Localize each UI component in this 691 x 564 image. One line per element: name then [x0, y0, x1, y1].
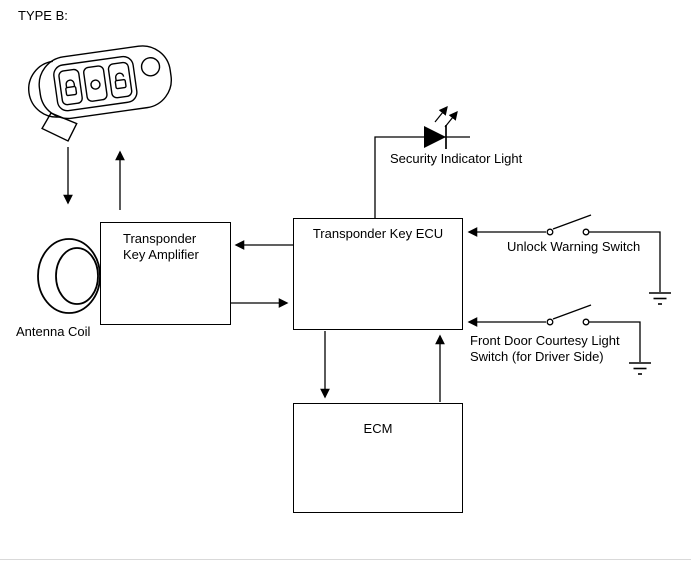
- security-indicator-light-label: Security Indicator Light: [390, 151, 523, 166]
- front-door-courtesy-light-label-line2: Switch (for Driver Side): [470, 349, 604, 364]
- ecu-label: Transponder Key ECU: [312, 226, 444, 241]
- ecm-box: ECM: [293, 403, 463, 513]
- panic-icon: [90, 79, 101, 90]
- bottom-divider: [0, 559, 691, 560]
- lock-icon: [65, 79, 76, 88]
- unlock-icon-body: [114, 78, 127, 90]
- page-title: TYPE B:: [18, 8, 68, 23]
- key-body: [38, 45, 172, 120]
- remote-key-icon: [28, 45, 172, 142]
- courtesy-switch-icon: [546, 304, 592, 326]
- panic-button: [83, 65, 108, 102]
- key-blade-icon: [41, 112, 78, 142]
- courtesy-switch-to-ground-wire: [589, 321, 641, 362]
- ground-icon: [629, 362, 651, 375]
- transponder-key-ecu-box: Transponder Key ECU: [293, 218, 463, 330]
- lock-icon-body: [65, 85, 78, 97]
- unlock-warning-switch-label: Unlock Warning Switch: [507, 239, 641, 254]
- ecu-to-led-wire: [374, 136, 470, 218]
- ecm-label: ECM: [363, 421, 393, 436]
- unlock-button: [107, 61, 133, 99]
- ground-icon: [649, 292, 671, 305]
- front-door-courtesy-light-label-line1: Front Door Courtesy Light: [470, 333, 620, 348]
- antenna-coil-label: Antenna Coil: [16, 324, 91, 339]
- front-door-courtesy-light-label: Front Door Courtesy Light Switch (for Dr…: [470, 333, 620, 365]
- unlock-icon: [115, 72, 125, 81]
- key-button-panel: [53, 55, 138, 112]
- lock-button: [58, 68, 83, 106]
- unlock-switch-icon: [546, 214, 592, 236]
- antenna-coil-icon: [37, 238, 101, 314]
- amplifier-label-line1: Transponder: [123, 231, 197, 246]
- key-hinge-line: [28, 60, 61, 118]
- led-indicator-icon: [424, 105, 458, 149]
- transponder-key-amplifier-box: Transponder Key Amplifier: [100, 222, 231, 325]
- amplifier-label-line2: Key Amplifier: [123, 247, 199, 262]
- round-button: [140, 57, 161, 77]
- unlock-switch-to-ground-wire: [589, 231, 661, 292]
